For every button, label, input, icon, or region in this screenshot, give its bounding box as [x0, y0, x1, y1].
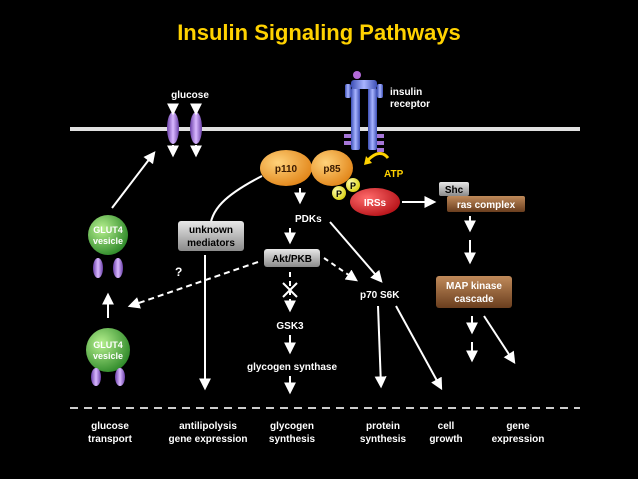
outcome-0-line1: glucose — [91, 421, 129, 432]
glucose-label: glucose — [171, 90, 209, 101]
slide-title: Insulin Signaling Pathways — [177, 20, 461, 45]
insulin-receptor — [344, 71, 384, 152]
outcome-5-line2: expression — [492, 434, 545, 445]
insulin-receptor-label-line1: insulin — [390, 87, 422, 98]
phosphate-1 — [332, 186, 346, 200]
arrow-to-protein-synthesis — [374, 305, 387, 389]
irss-protein — [350, 188, 400, 216]
p70-s6k-label: p70 S6K — [360, 290, 400, 301]
outcome-2-line1: glycogen — [270, 421, 314, 432]
atp-arrow — [366, 152, 390, 162]
outcome-4-line1: cell — [438, 421, 455, 432]
ras-complex-label: ras complex — [457, 200, 516, 211]
ras-complex-box — [447, 196, 525, 212]
cell-membrane — [70, 127, 580, 131]
arrow-map-to-gene-expression — [483, 315, 516, 365]
map-kinase-cascade-box — [436, 276, 512, 308]
outcome-0-line2: transport — [88, 434, 133, 445]
map-kinase-label-line1: MAP kinase — [446, 281, 502, 292]
glucose-transporters — [167, 103, 202, 158]
outcome-5-line1: gene — [506, 421, 530, 432]
outcome-labels: glucose transport antilipolysis gene expres… — [88, 421, 544, 445]
outcome-3-line1: protein — [366, 421, 400, 432]
glut4-bottom-label-line1: GLUT4 — [93, 340, 123, 350]
unknown-mediators-box — [178, 221, 244, 251]
glut4-top-label-line1: GLUT4 — [93, 225, 123, 235]
outcome-2-line2: synthesis — [269, 434, 316, 445]
map-kinase-label-line2: cascade — [454, 294, 494, 305]
glut4-vesicle-top — [88, 215, 128, 255]
glycogen-synthase-label: glycogen synthase — [247, 362, 337, 373]
outcome-1-line1: antilipolysis — [179, 421, 237, 432]
atp-label: ATP — [384, 169, 404, 180]
insulin-receptor-label-line2: receptor — [390, 99, 430, 110]
phosphate-label-1: P — [336, 189, 342, 199]
akt-pkb-box — [264, 249, 320, 267]
inhibition-x-icon — [282, 282, 298, 298]
akt-pkb-label: Akt/PKB — [272, 254, 312, 265]
question-mark: ? — [175, 265, 182, 279]
arrow-pdks-to-p70s6k — [329, 221, 383, 283]
shc-box — [439, 182, 469, 196]
arrow-akt-to-p70s6k — [323, 257, 358, 282]
glut4-vesicle-bottom — [86, 328, 130, 372]
shc-label: Shc — [445, 185, 464, 196]
glut4-top-label-line2: vesicle — [93, 236, 123, 246]
glut4-bottom-label-line2: vesicle — [93, 351, 123, 361]
phosphate-2 — [346, 178, 360, 192]
outcome-4-line2: growth — [429, 434, 462, 445]
insulin-molecule — [353, 71, 361, 79]
p85-subunit — [311, 150, 353, 186]
gsk3-label: GSK3 — [276, 321, 304, 332]
arrow-glut4-to-membrane — [111, 151, 156, 209]
pdks-label: PDKs — [295, 214, 322, 225]
p85-label: p85 — [323, 164, 341, 175]
unknown-mediators-label-line1: unknown — [189, 225, 233, 236]
p110-label: p110 — [275, 164, 298, 175]
arrow-akt-to-glut4 — [127, 261, 259, 309]
arrow-to-cell-growth — [395, 305, 443, 391]
irss-label: IRSs — [364, 198, 387, 209]
p110-subunit — [260, 150, 312, 186]
unknown-mediators-label-line2: mediators — [187, 238, 235, 249]
outcome-3-line2: synthesis — [360, 434, 407, 445]
phosphate-label-2: P — [350, 181, 356, 191]
outcome-1-line2: gene expression — [169, 434, 248, 445]
